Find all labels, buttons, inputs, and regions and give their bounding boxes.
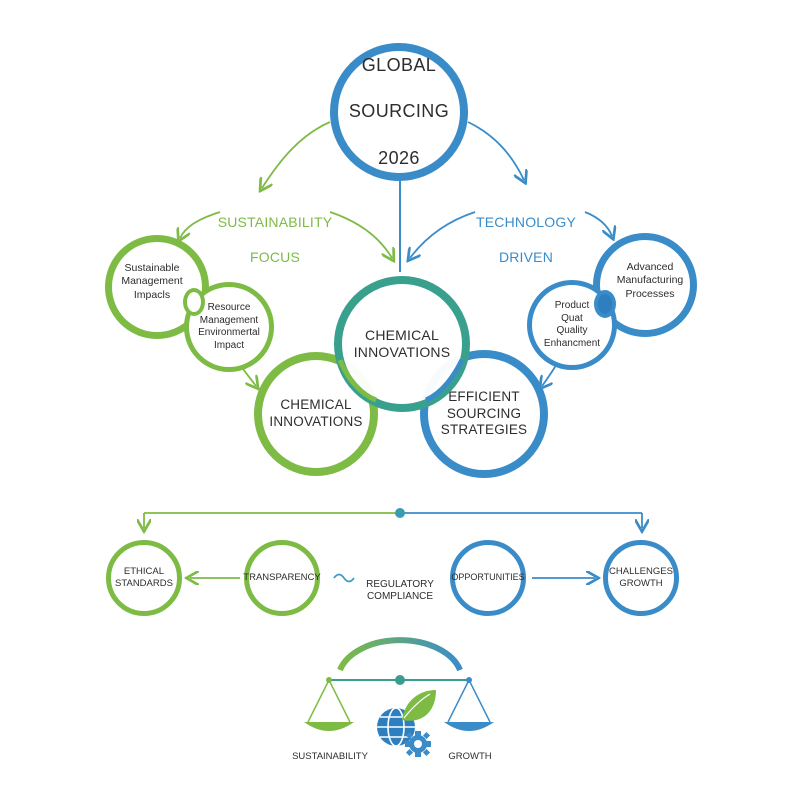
advanced-manufacturing-text: Advanced Manufacturing Processes <box>616 261 684 300</box>
root-line-1: GLOBAL <box>361 54 437 75</box>
balance-growth-label: GROWTH <box>430 739 510 763</box>
balance-growth-text: GROWTH <box>448 750 492 762</box>
root-circle: GLOBAL SOURCING 2026 <box>330 43 468 181</box>
root-line-2: SOURCING <box>348 101 450 122</box>
globe-leaf-gear-icon <box>377 690 436 757</box>
sustainability-focus-label: SUSTAINABILITY FOCUS <box>195 196 355 284</box>
technology-line-2: DRIVEN <box>498 248 554 265</box>
efficient-sourcing-text: EFFICIENT SOURCING STRATEGIES <box>440 388 528 438</box>
balance-right-pan <box>444 722 494 731</box>
ethical-standards-text: ETHICAL STANDARDS <box>115 566 173 589</box>
ethical-standards-circle: ETHICAL STANDARDS <box>106 540 182 616</box>
balance-left-pan <box>304 722 354 731</box>
balance-sustainability-text: SUSTAINABILITY <box>292 750 368 762</box>
arrow-sustainability-to-center <box>329 211 392 258</box>
bracket-node <box>395 508 405 518</box>
challenges-growth-text: CHALLENGES GROWTH <box>609 566 673 589</box>
technology-line-1: TECHNOLOGY <box>475 213 576 230</box>
sustainability-line-2: FOCUS <box>250 248 300 265</box>
opportunities-text: OPPORTUNITIES <box>451 572 525 583</box>
arrow-technology-to-right-cluster <box>584 211 612 236</box>
regulatory-compliance-text: REGULATORY COMPLIANCE <box>366 578 434 603</box>
transparency-text: TRANSPARENCY <box>243 572 321 584</box>
technology-driven-label: TECHNOLOGY DRIVEN <box>446 196 606 284</box>
balance-sustainability-label: SUSTAINABILITY <box>280 739 380 763</box>
chemical-innovations-center-text: CHEMICAL INNOVATIONS <box>353 326 451 361</box>
regulatory-compliance-label: REGULATORY COMPLIANCE <box>360 566 440 604</box>
challenges-growth-circle: CHALLENGES GROWTH <box>603 540 679 616</box>
left-cluster-overlap-leaf <box>183 288 205 316</box>
arrow-root-to-technology <box>467 121 524 180</box>
chemical-innovations-center-circle: CHEMICAL INNOVATIONS <box>334 276 470 412</box>
opportunities-circle: OPPORTUNITIES <box>450 540 526 616</box>
sustainability-line-1: SUSTAINABILITY <box>217 213 333 230</box>
efficient-sourcing-circle: EFFICIENT SOURCING STRATEGIES <box>420 350 548 478</box>
balance-arc <box>337 637 463 672</box>
resource-management-text: Resource Management Environmertal Impact <box>198 302 260 351</box>
wave-icon <box>333 573 355 583</box>
transparency-circle: TRANSPARENCY <box>243 540 321 616</box>
arrow-sustainability-to-left-cluster <box>180 211 221 238</box>
root-title: GLOBAL SOURCING 2026 <box>349 30 449 194</box>
arrow-technology-to-center <box>410 211 476 258</box>
chemical-innovations-left-text: CHEMICAL INNOVATIONS <box>269 397 363 429</box>
right-cluster-overlap-leaf <box>594 290 616 318</box>
sustainable-management-text: Sustainable Management Impacls <box>121 262 183 301</box>
advanced-manufacturing-circle: Advanced Manufacturing Processes <box>593 233 697 337</box>
product-quality-text: Product Quat Quality Enhancment <box>543 300 601 349</box>
root-line-3: 2026 <box>378 148 420 169</box>
arrow-root-to-sustainability <box>262 121 331 188</box>
